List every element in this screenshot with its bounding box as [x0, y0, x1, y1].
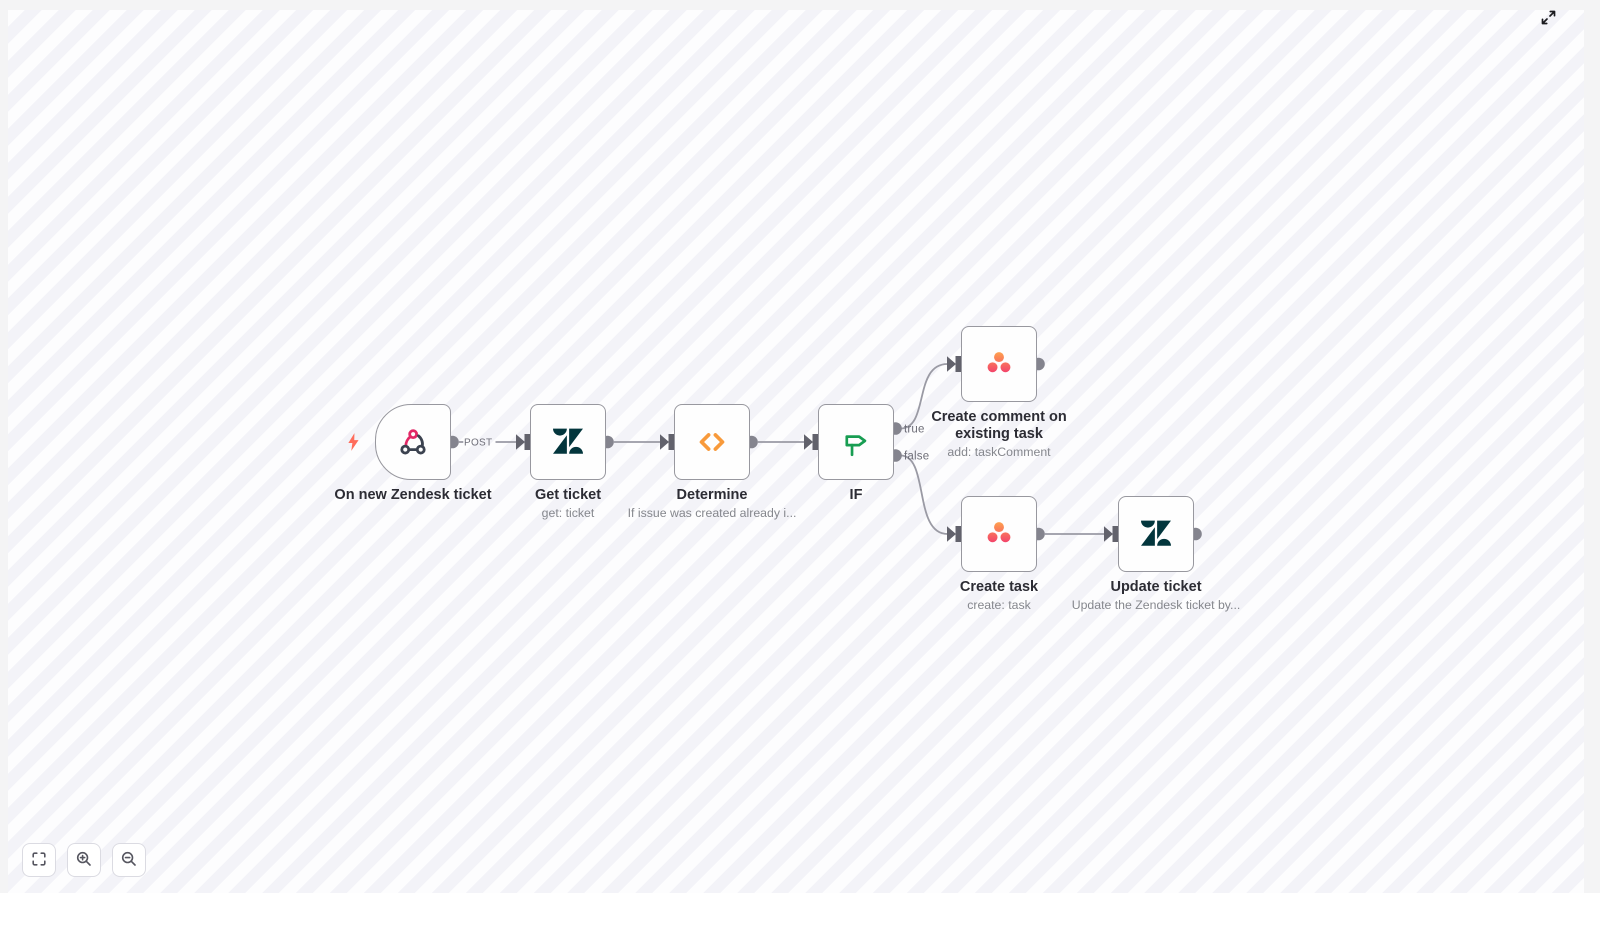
- node-subtitle: get: ticket: [541, 506, 595, 520]
- input-connector[interactable]: [660, 434, 669, 450]
- node-n6[interactable]: [961, 496, 1037, 572]
- asana-icon: [984, 349, 1014, 379]
- node-n2[interactable]: [530, 404, 606, 480]
- input-connector-bar: [1112, 526, 1118, 542]
- fit-view-icon: [30, 850, 48, 871]
- node-title: Create comment on existing task: [931, 409, 1067, 442]
- zoom-out-icon: [120, 850, 138, 871]
- node-title: Get ticket: [534, 487, 602, 503]
- edge-n4-n5: [900, 363, 948, 430]
- node-subtitle: add: taskComment: [947, 445, 1051, 459]
- input-connector-bar: [955, 356, 961, 372]
- node-title: On new Zendesk ticket: [334, 487, 492, 503]
- input-connector[interactable]: [1104, 526, 1113, 542]
- if-icon: [839, 425, 873, 459]
- node-n5[interactable]: [961, 326, 1037, 402]
- node-title: Create task: [959, 579, 1039, 595]
- node-n7[interactable]: [1118, 496, 1194, 572]
- zoom-out-button[interactable]: [112, 843, 146, 877]
- asana-icon: [984, 519, 1014, 549]
- code-icon: [695, 425, 729, 459]
- node-n4[interactable]: [818, 404, 894, 480]
- node-subtitle: If issue was created already i...: [627, 506, 797, 520]
- node-n1[interactable]: [375, 404, 451, 480]
- workflow-canvas[interactable]: POST true false On new Zendesk ticket Get t…: [8, 10, 1584, 893]
- node-title: IF: [849, 487, 863, 503]
- node-title: Determine: [676, 487, 748, 503]
- input-connector-bar: [955, 526, 961, 542]
- node-n3[interactable]: [674, 404, 750, 480]
- input-connector[interactable]: [804, 434, 813, 450]
- edge-label: true: [904, 424, 925, 436]
- zendesk-icon: [553, 427, 583, 457]
- node-subtitle: Update the Zendesk ticket by...: [1071, 598, 1241, 612]
- canvas-controls: [22, 843, 146, 877]
- expand-icon: [1540, 10, 1557, 29]
- edge-label: false: [904, 451, 929, 463]
- expand-button[interactable]: [1539, 8, 1557, 26]
- edge-n4-n6: [900, 454, 948, 535]
- input-connector-bar: [668, 434, 674, 450]
- input-connector-bar: [524, 434, 530, 450]
- input-connector[interactable]: [516, 434, 525, 450]
- edge-label: POST: [464, 438, 492, 449]
- zendesk-icon: [1141, 519, 1171, 549]
- input-connector[interactable]: [947, 356, 956, 372]
- instant-trigger-bolt-icon: [346, 432, 361, 452]
- edges-layer: POST true false: [446, 356, 1202, 542]
- fit-view-button[interactable]: [22, 843, 56, 877]
- zoom-in-button[interactable]: [67, 843, 101, 877]
- zoom-in-icon: [75, 850, 93, 871]
- input-connector[interactable]: [947, 526, 956, 542]
- input-connector-bar: [812, 434, 818, 450]
- node-subtitle: create: task: [967, 598, 1031, 612]
- bottom-margin: [0, 893, 1600, 938]
- node-title: Update ticket: [1110, 579, 1202, 595]
- webhook-icon: [397, 426, 429, 458]
